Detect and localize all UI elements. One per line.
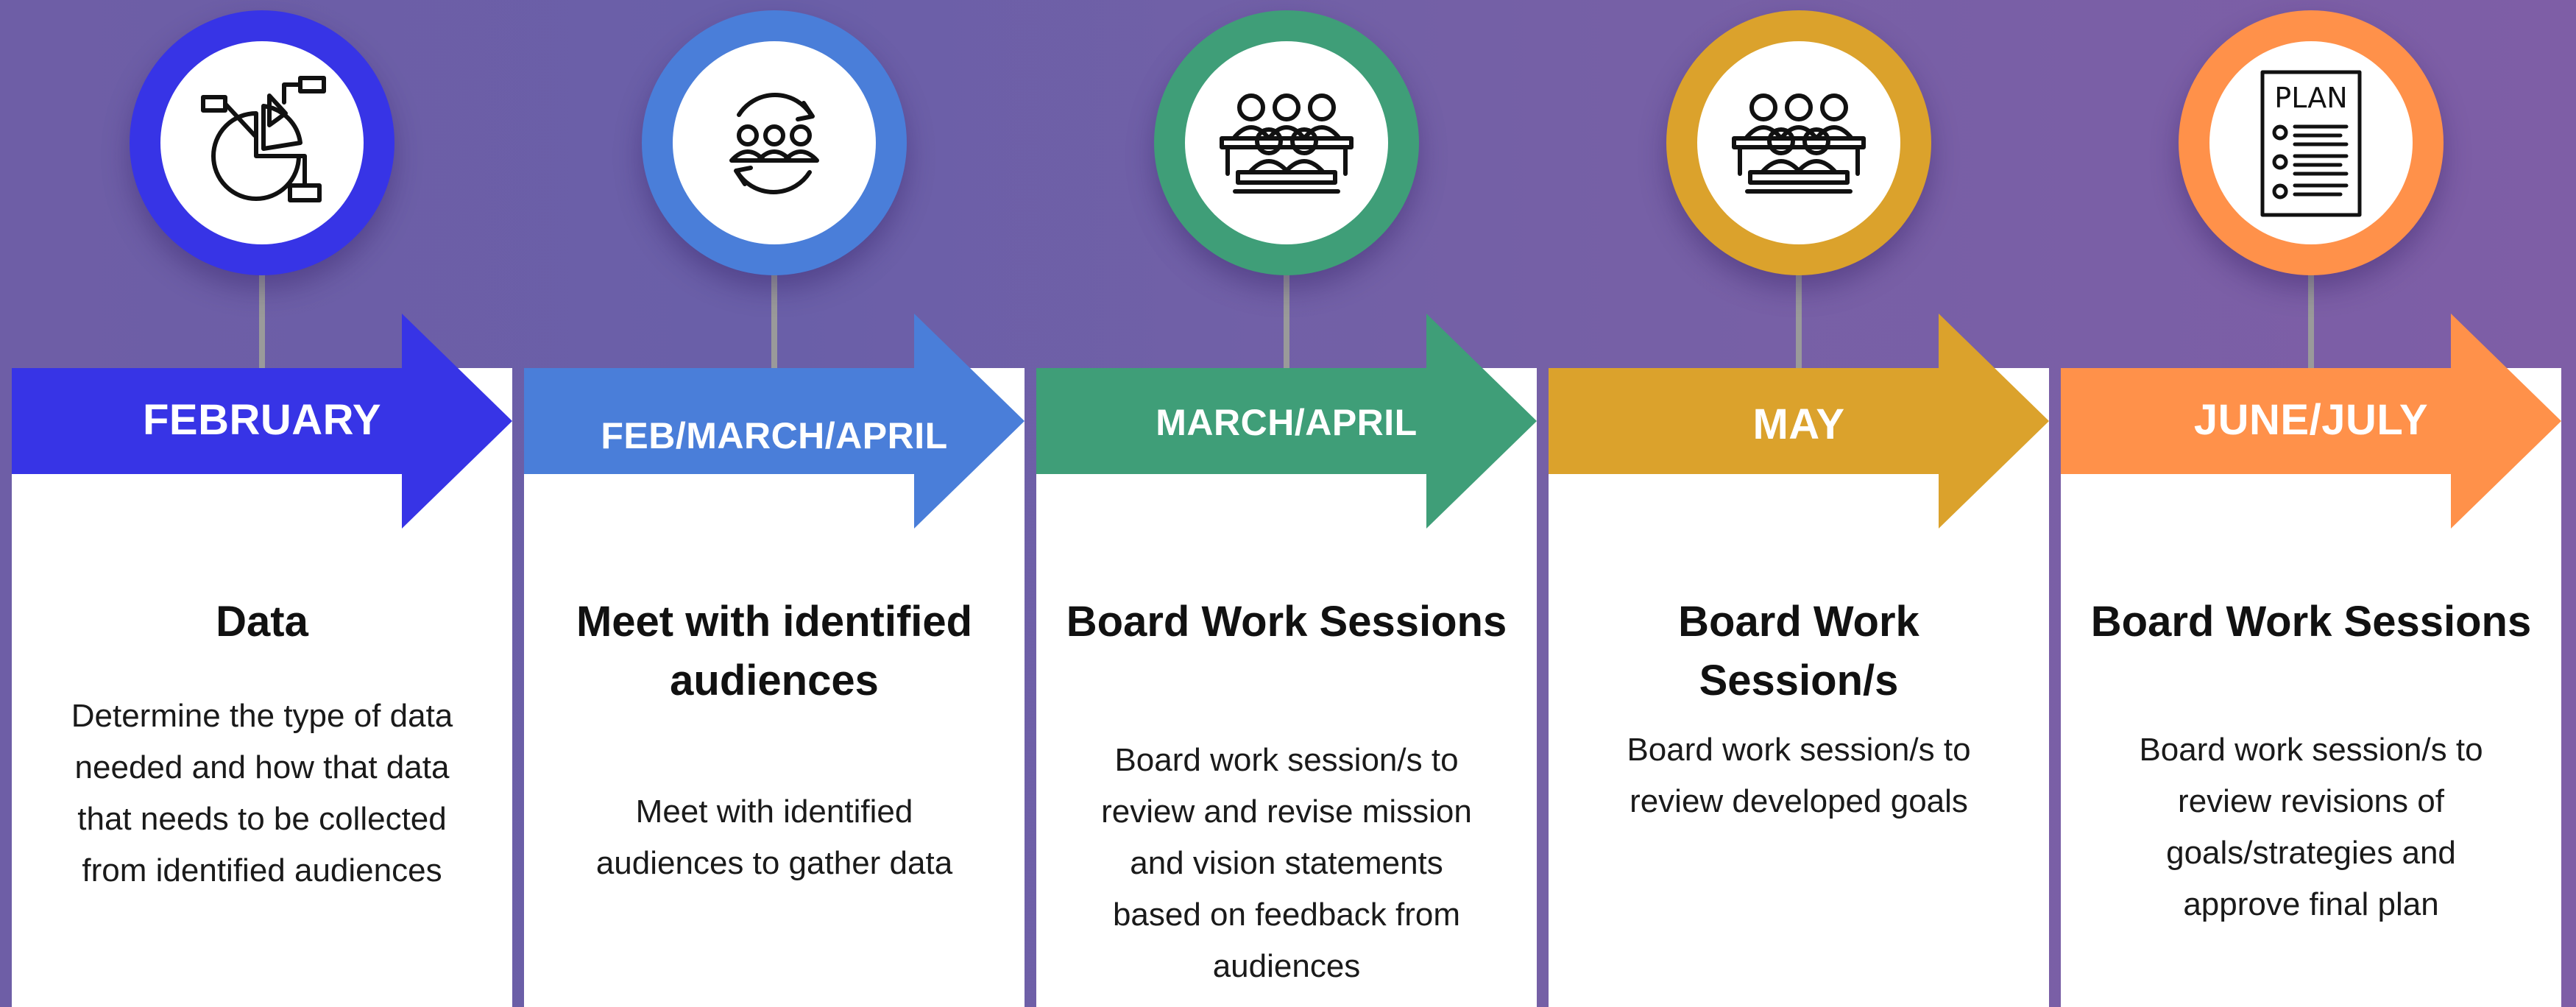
step-description: Board work session/s to review developed… [1627,732,1971,819]
month-arrow [524,314,1025,529]
icon-circle [130,10,394,275]
step-description: Board work session/s to review and revis… [1101,742,1472,984]
step-title: Data [216,598,308,646]
month-label: FEB/MARCH/APRIL [601,415,948,456]
month-label: JUNE/JULY [2193,395,2429,444]
timeline-step-june-july: PLAN JUNE/JULY Board Work Sessions Board… [2061,0,2561,1007]
people-cycle-icon [729,93,819,194]
board-meeting-icon [1220,93,1354,194]
icon-circle [1666,10,1931,275]
step-description: Determine the type of data needed and ho… [71,698,453,888]
step-title: Meet with identified audiences [576,598,973,704]
connector-stem [259,274,265,368]
connector-stem [2308,274,2314,368]
step-description: Meet with identified audiences to gather… [595,794,953,881]
month-arrow [2061,314,2561,529]
plan-document-icon: PLAN [2260,70,2362,217]
plan-icon-text: PLAN [2274,82,2347,114]
board-meeting-icon [1732,93,1866,194]
step-title: Board Work Sessions [2090,598,2532,646]
month-label: FEBRUARY [142,395,382,444]
icon-circle: PLAN [2179,10,2444,275]
connector-stem [771,274,777,368]
month-label: MAY [1752,400,1845,448]
step-title: Board Work Sessions [1066,598,1507,646]
step-title: Board Work Session/s [1678,598,1919,704]
month-arrow [1549,314,2049,529]
connector-stem [1284,274,1289,368]
month-arrow [12,314,512,529]
pie-chart-data-icon [201,76,326,202]
month-label: MARCH/APRIL [1156,402,1418,443]
icon-circle [1154,10,1419,275]
timeline-step-feb-march-april: FEB/MARCH/APRIL Meet with identified aud… [524,0,1025,1007]
timeline-step-february: FEBRUARY Data Determine the type of data… [12,0,512,1007]
connector-stem [1796,274,1802,368]
timeline-step-march-april: MARCH/APRIL Board Work Sessions Board wo… [1036,0,1537,1007]
icon-circle [642,10,907,275]
step-description: Board work session/s to review revisions… [2139,732,2483,922]
timeline-step-may: MAY Board Work Session/s Board work sess… [1549,0,2049,1007]
month-arrow [1036,314,1537,529]
